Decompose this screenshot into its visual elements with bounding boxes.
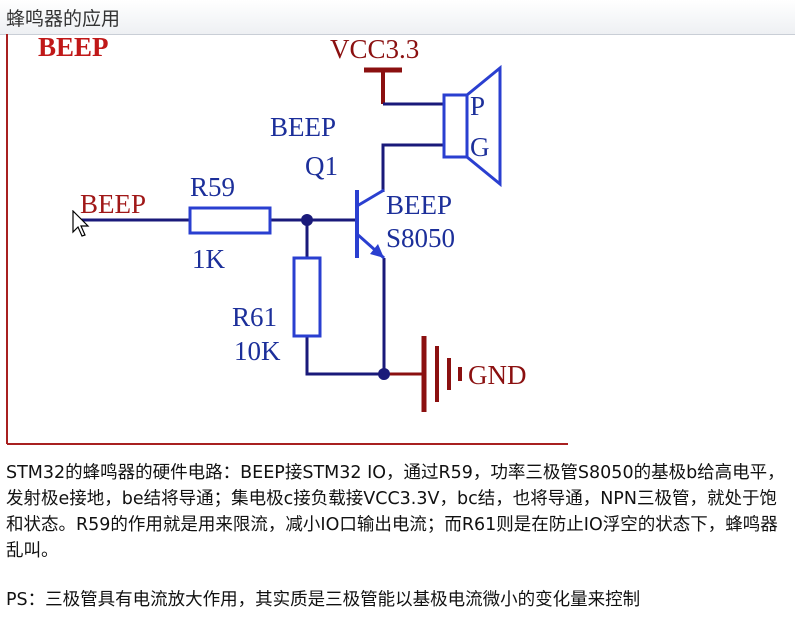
junction-base: [301, 214, 313, 226]
r59-value-label: 1K: [192, 244, 226, 274]
resistor-r59: [188, 206, 272, 235]
r59-ref-label: R59: [190, 172, 235, 202]
resistor-r61: [292, 256, 322, 338]
transistor-net-label: BEEP: [270, 112, 336, 142]
ps-paragraph: PS：三极管具有电流放大作用，其实质是三极管能以基极电流微小的变化量来控制: [6, 590, 641, 610]
header-bar: 蜂鸣器的应用: [0, 0, 795, 35]
r61-ref-label: R61: [232, 302, 277, 332]
explanation-paragraph: STM32的蜂鸣器的硬件电路：BEEP接STM32 IO，通过R59，功率三极管…: [6, 463, 785, 561]
speaker-pin-g: G: [470, 132, 490, 162]
top-cut-label: BEEP: [38, 34, 109, 62]
wire-r61-to-gnd-node: [305, 335, 384, 376]
r61-value-label: 10K: [234, 336, 281, 366]
speaker-pin-p: P: [470, 91, 485, 121]
gnd-symbol: [421, 336, 462, 412]
input-net-label: BEEP: [80, 189, 146, 219]
mouse-cursor-icon: [72, 210, 90, 237]
transistor-collector-leg: [356, 188, 385, 208]
wire-collector-to-speaker-g: [381, 143, 444, 192]
junction-gnd: [378, 368, 390, 380]
page-title: 蜂鸣器的应用: [6, 8, 121, 30]
transistor-name-label: BEEP: [386, 190, 452, 220]
speaker-body: [442, 93, 469, 159]
transistor-ref-label: Q1: [305, 151, 338, 181]
transistor-emitter-arrow: [370, 244, 384, 258]
transistor-part-label: S8050: [386, 223, 455, 253]
speaker-cone: [465, 64, 502, 188]
gnd-label: GND: [468, 360, 527, 390]
beep-schematic: BEEP VCC3.3 P G BEEP Q1 BEEP S8050 BEEP …: [6, 34, 568, 445]
vcc-label: VCC3.3: [330, 34, 419, 64]
